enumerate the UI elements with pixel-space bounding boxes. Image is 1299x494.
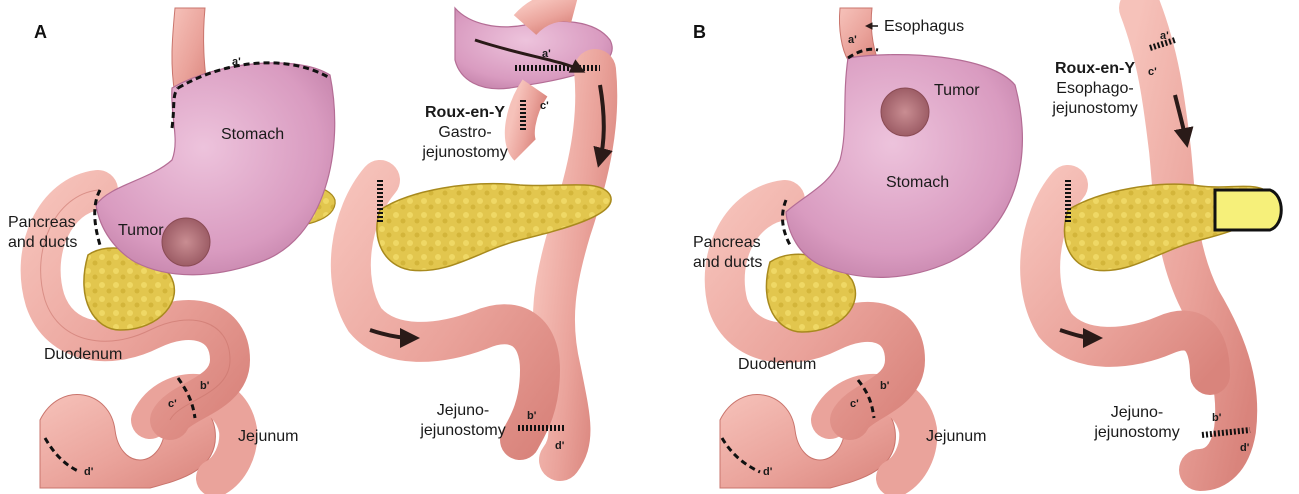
procedure-label-a-1: Gastro-	[410, 124, 520, 142]
mark-d-after: d'	[555, 440, 564, 452]
stomach-label: Stomach	[221, 126, 284, 144]
mark-a-b: a'	[848, 34, 857, 46]
mark-d-b-after: d'	[1240, 442, 1249, 454]
mark-a-after: a'	[542, 48, 551, 60]
mark-c-after: c'	[540, 100, 549, 112]
highlight-box	[1215, 190, 1281, 230]
mark-b-b-after: b'	[1212, 412, 1221, 424]
pancreas-label-b-2: and ducts	[693, 254, 762, 272]
stomach	[96, 63, 335, 275]
tumor-b	[881, 88, 929, 136]
roux-limb	[554, 70, 596, 460]
anastomosis-label-a-2: jejunostomy	[418, 422, 508, 440]
duodenum-label-b: Duodenum	[738, 356, 816, 374]
jejunum-label: Jejunum	[238, 428, 298, 446]
roux-en-y-title-a: Roux-en-Y	[410, 104, 520, 122]
panel-b-letter: B	[693, 22, 706, 42]
mark-d-b: d'	[763, 466, 772, 478]
anastomosis-label-a-1: Jejuno-	[418, 402, 508, 420]
roux-en-y-title-b: Roux-en-Y	[1040, 60, 1150, 78]
mark-c: c'	[168, 398, 177, 410]
mark-b-b: b'	[880, 380, 889, 392]
tumor-label-b: Tumor	[934, 82, 980, 100]
mark-b: b'	[200, 380, 209, 392]
panel-a-after	[351, 7, 612, 460]
anastomosis-label-b-1: Jejuno-	[1092, 404, 1182, 422]
mark-a-b-after: a'	[1160, 30, 1169, 42]
pancreas-label-2: and ducts	[8, 234, 77, 252]
procedure-label-b-1: Esophago-	[1040, 80, 1150, 98]
mark-a: a'	[232, 56, 241, 68]
procedure-label-a-2: jejunostomy	[410, 144, 520, 162]
procedure-label-b-2: jejunostomy	[1040, 100, 1150, 118]
stomach-label-b: Stomach	[886, 174, 949, 192]
duodenum-label: Duodenum	[44, 346, 122, 364]
pancreas-label-b-1: Pancreas	[693, 234, 761, 252]
panel-b-before	[720, 8, 1022, 488]
panel-a-before	[40, 8, 335, 488]
mark-b-after: b'	[527, 410, 536, 422]
anastomosis-label-b-2: jejunostomy	[1092, 424, 1182, 442]
jejunum-label-b: Jejunum	[926, 428, 986, 446]
esophagus-label: Esophagus	[884, 18, 964, 36]
pancreas-label-1: Pancreas	[8, 214, 76, 232]
mark-d: d'	[84, 466, 93, 478]
tumor-label: Tumor	[118, 222, 164, 240]
panel-a-letter: A	[34, 22, 47, 42]
mark-c-b: c'	[850, 398, 859, 410]
tumor	[162, 218, 210, 266]
